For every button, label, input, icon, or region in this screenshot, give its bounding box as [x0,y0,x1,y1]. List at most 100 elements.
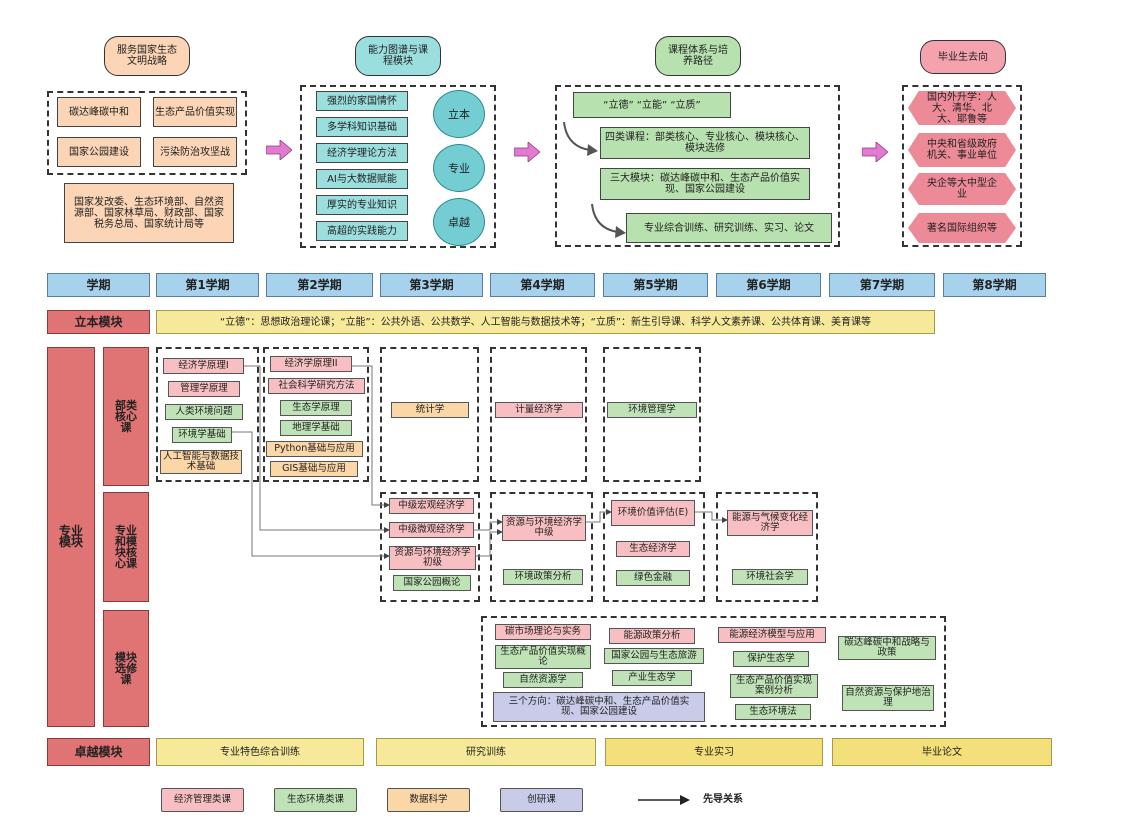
course-box: 经济学原理I [163,358,244,374]
ability-item: 强烈的家国情怀 [316,91,408,111]
course-box: 资源与环境经济学中级 [502,515,586,541]
legend-item: 生态环境类课 [274,788,357,812]
semester-header: 第4学期 [490,273,595,297]
course-box: 国家公园与生态旅游 [604,648,704,664]
course-group-c3 [380,492,480,602]
course-group-s4 [490,347,587,482]
course-box: 社会科学研究方法 [268,378,365,394]
course-box: 管理学原理 [168,381,240,397]
path-step: 专业综合训练、研究训练、实习、论文 [626,213,832,243]
zhuoyue-item: 专业特色综合训练 [156,738,364,766]
course-box: 计量经济学 [495,402,583,418]
destination-item: 著名国际组织等 [908,213,1016,243]
course-box: 自然资源与保护地治理 [842,685,934,711]
course-box: 环境学基础 [172,427,232,443]
course-box: 人工智能与数据技术基础 [160,450,242,474]
course-box: 生态环境法 [735,704,811,720]
sub-module-label: 部类核心课 [103,347,149,486]
legend-item: 数据科学 [387,788,470,812]
zhuoyue-item: 毕业论文 [832,738,1052,766]
course-box: 环境政策分析 [503,569,583,585]
semester-header: 第8学期 [943,273,1046,297]
course-box: 地理学基础 [280,420,352,436]
path-box [555,85,840,247]
ability-header: 能力图谱与课程模块 [355,36,441,76]
zhuoyue-module-label: 卓越模块 [47,738,150,766]
liben-module-content: “立德”：思想政治理论课；“立能”：公共外语、公共数学、人工智能与数据技术等；“… [156,310,935,334]
course-box: 碳达峰碳中和战略与政策 [838,636,936,660]
destination-item: 央企等大中型企业 [908,173,1016,205]
course-box: 自然资源学 [503,672,583,688]
ability-item: AI与大数据赋能 [316,169,408,189]
course-box: 能源政策分析 [609,628,695,644]
legend-arrow-icon [638,792,690,806]
course-box: Python基础与应用 [266,441,363,457]
course-group-s3 [380,347,479,482]
curved-arrow-icon [588,200,628,240]
sub-module-label: 模块选修课 [103,610,149,727]
course-box: 生态产品价值实现案例分析 [730,674,818,698]
course-group-s5 [603,347,701,482]
legend-item: 创研课 [500,788,583,812]
flow-arrow [861,141,889,163]
ability-item: 经济学理论方法 [316,143,408,163]
agencies-box: 国家发改委、生态环境部、自然资源部、国家林草局、财政部、国家税务总局、国家统计局… [64,183,234,243]
ability-item: 高超的实践能力 [316,221,408,241]
course-box: 人类环境问题 [165,404,243,420]
strategy-item: 碳达峰碳中和 [57,97,141,127]
semester-header: 第1学期 [156,273,259,297]
destination-item: 国内外升学：人大、清华、北大、耶鲁等 [908,91,1016,125]
course-box: 经济学原理II [270,356,352,372]
course-box: 绿色金融 [616,570,690,586]
course-box: 碳市场理论与实务 [495,624,591,640]
sub-module-label: 专业和模块核心课 [103,492,149,602]
semester-header: 第5学期 [603,273,708,297]
path-header: 课程体系与培养路径 [655,36,741,76]
ability-item: 厚实的专业知识 [316,195,408,215]
ability-item: 多学科知识基础 [316,117,408,137]
course-box: 国家公园概论 [393,575,471,591]
course-box: 统计学 [391,402,469,418]
path-step: “立德” “立能” “立质” [573,92,731,118]
course-box: 中级宏观经济学 [389,498,474,514]
course-box: 环境价值评估(E) [611,500,695,526]
strategy-item: 国家公园建设 [57,137,141,167]
strategy-item: 污染防治攻坚战 [153,137,237,167]
course-box: 生态产品价值实现概论 [495,645,591,669]
destination-box [902,85,1022,247]
curved-arrow-icon [560,118,600,158]
semester-header: 第2学期 [266,273,373,297]
zhuoyue-item: 研究训练 [376,738,596,766]
liben-module-label: 立本模块 [47,310,150,334]
course-box: 资源与环境经济学初级 [389,546,476,570]
course-box: 环境社会学 [732,569,808,585]
destination-item: 中央和省级政府机关、事业单位 [908,133,1016,167]
semester-header: 第7学期 [829,273,935,297]
course-group-s1 [156,347,259,482]
strategy-header: 服务国家生态文明战略 [104,36,190,76]
course-box: 环境管理学 [607,402,697,418]
course-group-electives [481,616,946,727]
course-box: 生态经济学 [616,541,690,557]
legend-arrow-label: 先导关系 [703,793,743,805]
course-box: 产业生态学 [612,670,692,686]
course-group-c5 [603,492,705,602]
course-box: GIS基础与应用 [270,461,358,477]
legend-item: 经济管理类课 [161,788,244,812]
course-box: 保护生态学 [733,651,809,667]
course-box: 能源与气候变化经济学 [727,510,813,536]
flow-arrow [513,141,541,163]
destination-header: 毕业生去向 [920,40,1006,74]
semester-header: 学期 [47,273,150,297]
course-group-s2 [263,347,369,482]
path-step: 四类课程：部类核心、专业核心、模块核心、模块选修 [600,127,810,159]
course-box: 生态学原理 [280,400,352,416]
flow-arrow [265,139,293,161]
semester-header: 第6学期 [716,273,821,297]
path-step: 三大模块：碳达峰碳中和、生态产品价值实现、国家公园建设 [600,168,810,200]
circle-liben: 立本 [433,90,485,138]
zhuanye-module-label: 专业模块 [47,347,95,727]
semester-header: 第3学期 [380,273,483,297]
course-group-c6 [716,492,818,602]
